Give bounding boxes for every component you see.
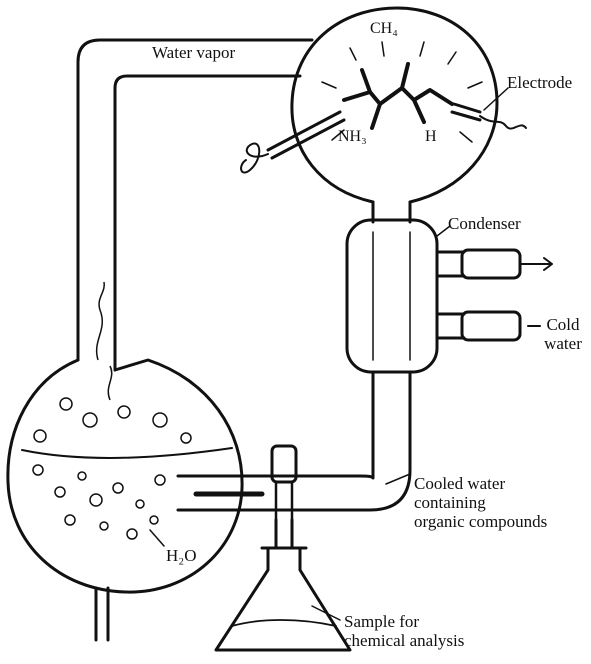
electrode-right (452, 104, 480, 120)
label-cooled-water-line1: Cooled water (414, 474, 547, 493)
condenser-jacket (347, 220, 437, 372)
label-electrode: Electrode (507, 73, 572, 92)
electrode-left (268, 112, 344, 158)
electrode-wire-left (241, 143, 268, 172)
label-sample: Sample for chemical analysis (344, 612, 464, 650)
outlet-tube (437, 252, 464, 276)
label-sample-line1: Sample for (344, 612, 464, 631)
label-cold-water-line2: water (538, 334, 588, 353)
sample-liquid (232, 620, 336, 626)
stopcock-drain (276, 520, 292, 548)
gas-nh3: NH₃ (338, 128, 367, 146)
return-tube-outer (178, 372, 410, 510)
drip-tube-left (360, 372, 373, 478)
label-cold-water: Cold water (538, 315, 588, 353)
label-cooled-water-line2: containing (414, 493, 547, 512)
label-cooled-water-line3: organic compounds (414, 512, 547, 531)
label-condenser: Condenser (448, 214, 521, 233)
sample-leader (312, 606, 340, 620)
inlet-tube (437, 314, 464, 338)
label-h2o: H₂O (166, 546, 196, 565)
label-sample-line2: chemical analysis (344, 631, 464, 650)
label-water-vapor: Water vapor (152, 43, 235, 62)
stopcock-valve (276, 482, 292, 520)
flask-bubbles (33, 398, 191, 539)
gas-h: H (425, 128, 437, 146)
vapor-tube-inner-wall (115, 76, 300, 370)
outlet-connector (462, 250, 520, 278)
label-cooled-water: Cooled water containing organic compound… (414, 474, 547, 531)
label-cold-water-line1: Cold (538, 315, 588, 334)
sample-flask (216, 548, 350, 650)
spark-rays (322, 42, 482, 142)
outlet-arrow (520, 258, 552, 270)
flask-water-line (22, 448, 232, 458)
steam-wisps (97, 282, 112, 400)
gas-ch4: CH₄ (370, 20, 398, 38)
cooled-water-leader (386, 474, 410, 484)
h2o-leader (150, 530, 164, 546)
spark-bolt (344, 64, 452, 128)
inlet-connector (462, 312, 520, 340)
electrode-wire-right (480, 116, 526, 129)
vapor-tube-outer-wall (78, 40, 312, 360)
